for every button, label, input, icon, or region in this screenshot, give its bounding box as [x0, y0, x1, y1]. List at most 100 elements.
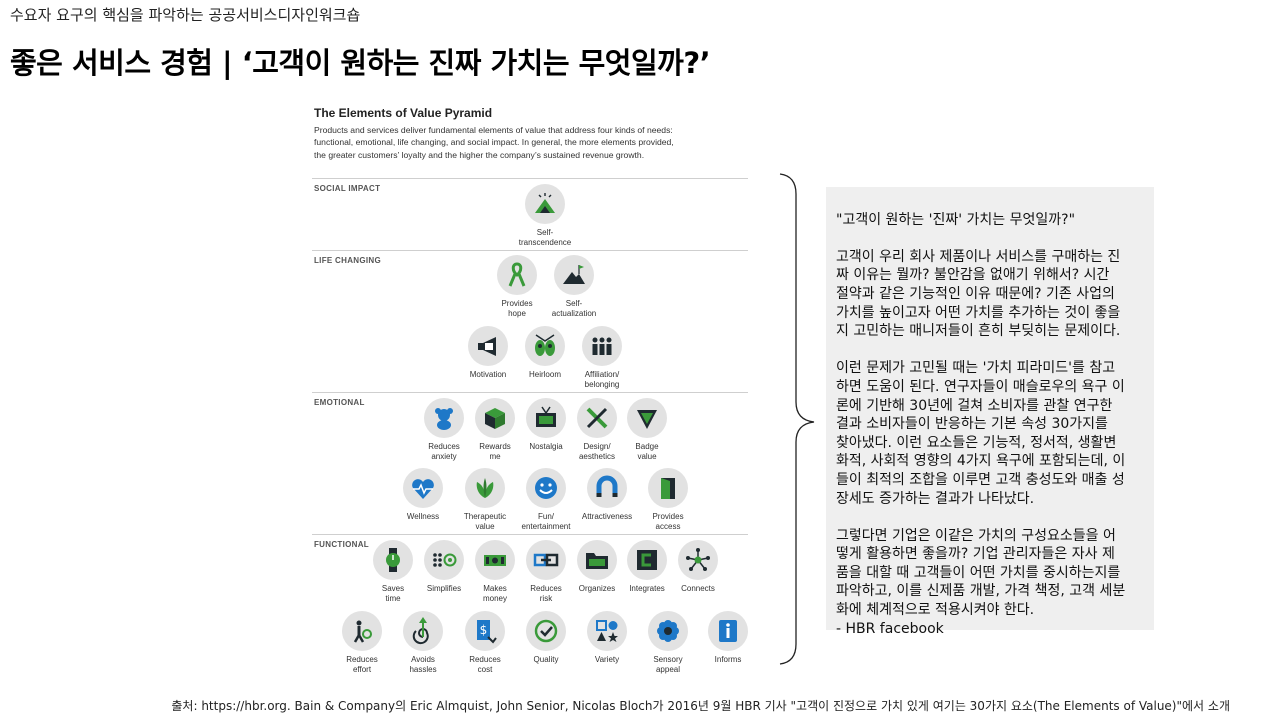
text-line: 그렇다면 기업은 이같은 가치의 구성요소들을 어 [836, 527, 1116, 544]
door-icon [661, 478, 675, 499]
pyramid-description-line: functional, emotional, life changing, an… [314, 137, 674, 148]
text-line: 가치를 높이고자 어떤 가치를 추가하는 것이 좋을 [836, 304, 1121, 321]
spiral-arrow-icon [412, 617, 429, 645]
magnet-icon [596, 475, 618, 497]
text-line: 품을 대할 때 고객들이 어떤 가치를 중시하는지를 [836, 564, 1121, 581]
text-line: 절약과 같은 기능적인 이유 때문에? 기존 사업의 [836, 285, 1115, 302]
group-icon [592, 337, 612, 355]
element-label: time [385, 593, 401, 603]
element-label: Reduces [469, 655, 501, 664]
people-icon [535, 334, 555, 356]
element-label: Makes [483, 584, 507, 593]
category-emotional: EMOTIONAL [314, 398, 365, 407]
element-label: Heirloom [528, 370, 561, 379]
element-label: Badge [635, 442, 659, 451]
element-label: risk [539, 593, 553, 603]
element-label: Reduces [530, 584, 562, 593]
element-affiliation-belonging: Affiliation/belonging [567, 326, 637, 389]
element-label: anxiety [431, 451, 457, 461]
megaphone-icon [478, 337, 496, 356]
checkmark-icon [534, 619, 558, 643]
element-attractiveness: Attractiveness [572, 468, 642, 522]
value-pyramid-figure: The Elements of Value Pyramid Products a… [305, 98, 760, 678]
element-label: value [637, 451, 657, 461]
mountain-sun-icon [535, 193, 555, 213]
element-motivation: Motivation [453, 326, 523, 380]
folder-icon [586, 553, 608, 569]
smiley-icon [535, 477, 557, 499]
element-label: actualization [551, 308, 597, 318]
element-label: Simplifies [426, 584, 462, 593]
element-label: Provides [652, 512, 684, 521]
text-line: 결과 소비자들이 반응하는 기본 속성 30가지를 [836, 416, 1108, 433]
element-label: transcendence [518, 237, 572, 247]
element-label: Saves [381, 584, 405, 593]
watch-icon [386, 548, 400, 572]
element-self-transcendence: Self-transcendence [510, 184, 580, 247]
pyramid-title: The Elements of Value Pyramid [314, 106, 493, 120]
element-label: Self- [565, 299, 583, 308]
text-line: 이런 문제가 고민될 때는 '가치 피라미드'를 참고 [836, 360, 1116, 377]
element-label: entertainment [521, 521, 571, 531]
text-line: 장세도 증가하는 결과가 나타났다. [836, 490, 1035, 507]
element-label: Integrates [629, 584, 665, 593]
element-integrates: Integrates [612, 540, 682, 594]
element-label: Variety [594, 655, 620, 664]
category-functional: FUNCTIONAL [314, 540, 369, 549]
element-label: hassles [409, 664, 437, 674]
text-line: 고객이 우리 회사 제품이나 서비스를 구매하는 진 [836, 248, 1121, 265]
element-label: money [482, 593, 507, 603]
element-label: Motivation [469, 370, 507, 379]
divider [312, 250, 748, 251]
element-self-actualization: Self-actualization [539, 255, 609, 318]
text-line: 찾아냈다. 이런 요소들은 기능적, 정서적, 생활변 [836, 434, 1117, 451]
element-quality: Quality [511, 611, 581, 665]
page-subtitle: 수요자 요구의 핵심을 파악하는 공공서비스디자인워크숍 [10, 6, 361, 24]
dots-target-icon [433, 553, 457, 567]
curly-brace [779, 173, 815, 665]
divider [312, 392, 748, 393]
page-title: 좋은 서비스 경험 | ‘고객이 원하는 진짜 가치는 무엇일까?’ [10, 46, 711, 80]
text-line: 화에 체계적으로 적용시켜야 한다. [836, 602, 1035, 619]
element-label: Therapeutic [463, 512, 507, 521]
category-social-impact: SOCIAL IMPACT [314, 184, 381, 193]
heart-pulse-icon [412, 479, 434, 499]
element-simplifies: Simplifies [409, 540, 479, 594]
text-line: 화적, 사회적 영향의 4가지 욕구에 포함되는데, 이 [836, 453, 1126, 470]
text-line: "고객이 원하는 '진짜' 가치는 무엇일까?" [836, 211, 1076, 228]
element-variety: Variety [572, 611, 642, 665]
element-label: aesthetics [578, 451, 616, 461]
divider [312, 178, 748, 179]
pyramid-description: Products and services deliver fundamenta… [314, 124, 744, 161]
info-icon [719, 620, 737, 642]
element-label: Connects [681, 584, 715, 593]
gift-icon [485, 408, 505, 429]
element-label: access [655, 521, 681, 531]
tv-icon [536, 406, 556, 427]
text-line: 론에 기반해 30년에 걸쳐 소비자를 관찰 연구한 [836, 397, 1113, 414]
element-label: Reduces [346, 655, 378, 664]
element-label: hope [508, 308, 526, 318]
element-nostalgia: Nostalgia [511, 398, 581, 452]
element-label: value [475, 521, 495, 531]
teddy-bear-icon [435, 408, 453, 430]
flower-icon [657, 620, 679, 642]
element-organizes: Organizes [562, 540, 632, 594]
element-label: Sensory [653, 655, 683, 664]
element-design-aesthetics: Design/aesthetics [562, 398, 632, 461]
text-line: 떻게 활용하면 좋을까? 기업 관리자들은 자사 제 [836, 546, 1115, 563]
element-connects: Connects [663, 540, 733, 594]
element-label: Provides [501, 299, 533, 308]
element-label: Reduces [428, 442, 460, 451]
network-icon [686, 548, 710, 571]
